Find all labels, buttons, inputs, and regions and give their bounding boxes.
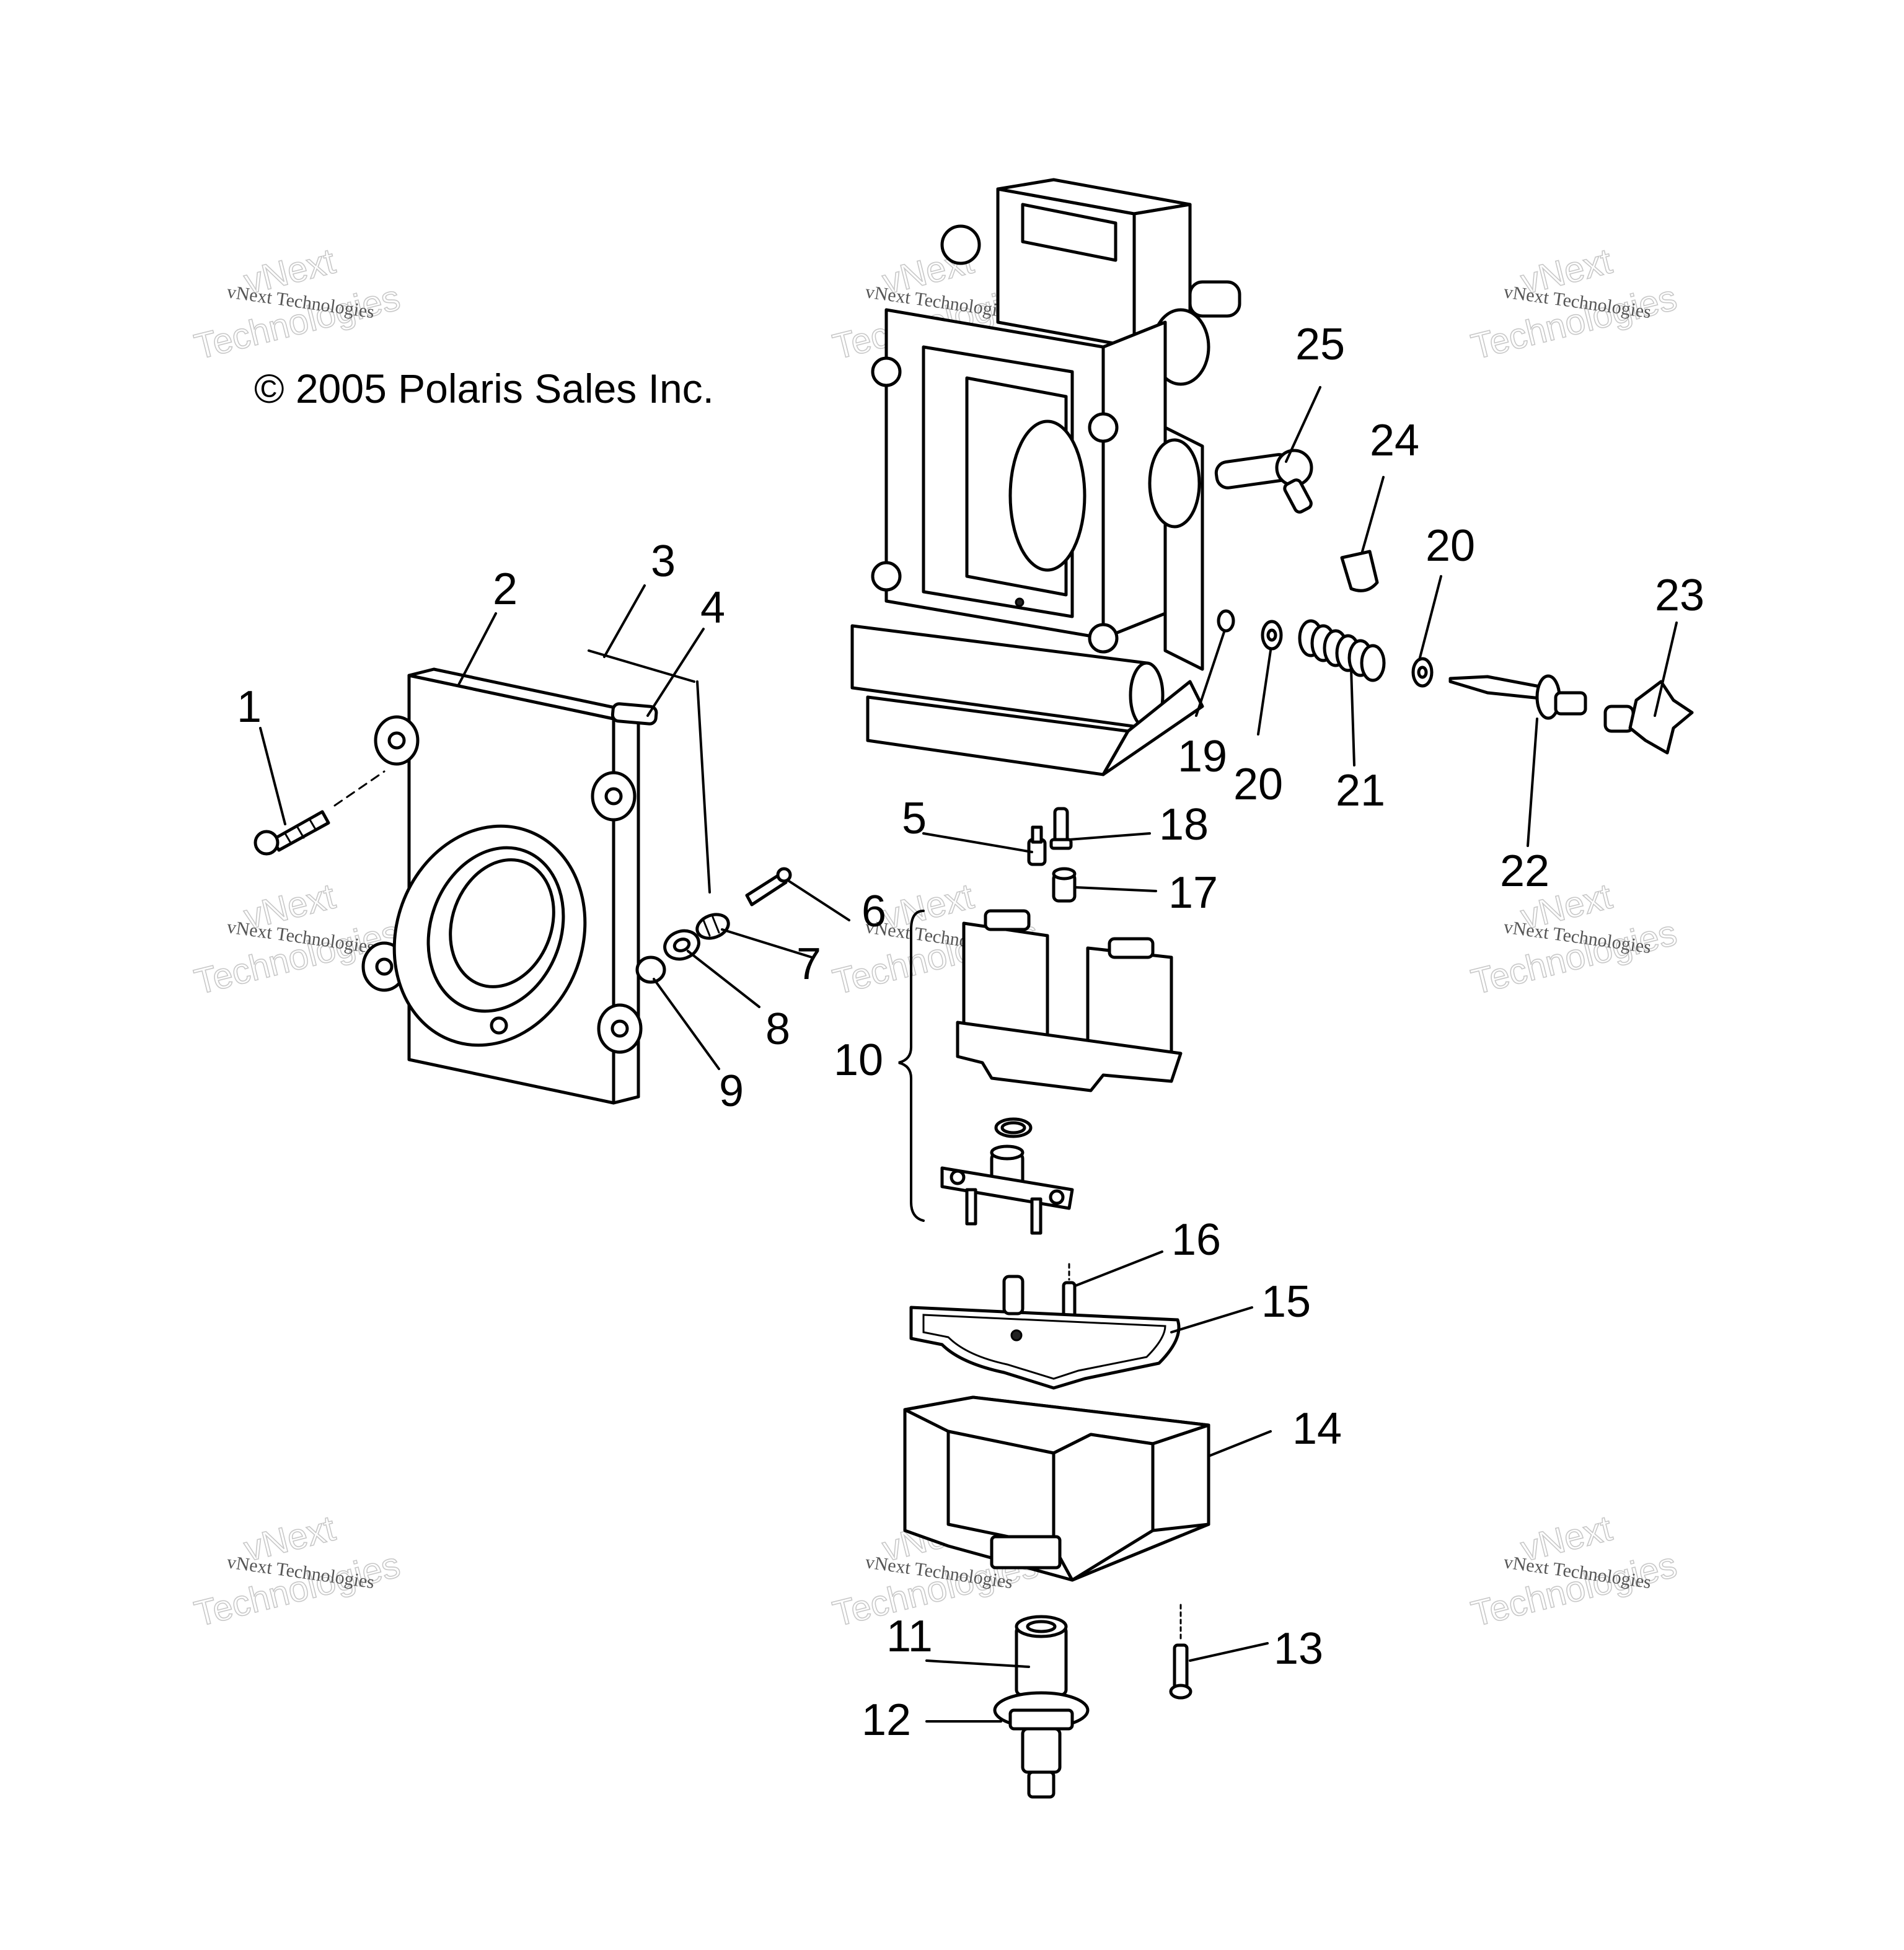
watermark-top-right: vNext Technologies vNext Technologies xyxy=(1467,240,1681,368)
callout-8: 8 xyxy=(765,1004,790,1054)
callout-6: 6 xyxy=(862,887,886,936)
spring-21 xyxy=(1298,619,1386,682)
float-bowl-14 xyxy=(903,1395,1210,1582)
callout-18: 18 xyxy=(1159,800,1209,850)
callout-7: 7 xyxy=(796,939,821,989)
rod-3 xyxy=(588,649,711,894)
callout-5: 5 xyxy=(902,794,927,843)
leader-lines xyxy=(259,386,1678,1723)
pin-4 xyxy=(610,702,658,726)
watermark-bottom-left: vNext Technologies vNext Technologies xyxy=(190,1508,405,1635)
copyright-text: © 2005 Polaris Sales Inc. xyxy=(254,366,714,411)
elbow-fitting-25 xyxy=(1214,449,1313,514)
screw-13 xyxy=(1169,1604,1192,1700)
watermark-top-left: vNext Technologies vNext Technologies xyxy=(190,240,405,368)
callout-20b: 20 xyxy=(1426,521,1475,571)
callout-13: 13 xyxy=(1274,1624,1323,1674)
callout-20a: 20 xyxy=(1233,760,1283,809)
callout-3: 3 xyxy=(651,537,676,586)
jet-17 xyxy=(1052,867,1077,903)
callout-10: 10 xyxy=(834,1035,883,1085)
watermark-bottom-right: vNext Technologies vNext Technologies xyxy=(1467,1508,1681,1635)
callout-12: 12 xyxy=(862,1695,911,1745)
jet-holder-11-12 xyxy=(993,1615,1090,1799)
cap-24 xyxy=(1340,550,1379,592)
callout-22: 22 xyxy=(1500,846,1549,896)
spring-7 xyxy=(695,913,730,940)
callout-16: 16 xyxy=(1171,1215,1221,1265)
washer-20b xyxy=(1411,657,1434,688)
jet-5 xyxy=(1027,825,1047,866)
needle-screw-22 xyxy=(1448,674,1587,720)
callout-4: 4 xyxy=(700,583,725,633)
callout-labels: 1 2 3 4 5 6 7 8 9 10 11 12 13 14 15 16 1… xyxy=(237,320,1704,1745)
callout-2: 2 xyxy=(493,564,518,614)
callout-21: 21 xyxy=(1336,766,1385,815)
screw-1 xyxy=(253,770,386,856)
callout-11: 11 xyxy=(886,1612,933,1661)
screw-6 xyxy=(745,867,792,907)
callout-14: 14 xyxy=(1292,1404,1342,1454)
callout-25: 25 xyxy=(1295,320,1345,369)
callout-15: 15 xyxy=(1261,1277,1311,1327)
gasket-15 xyxy=(909,1275,1181,1390)
jet-18 xyxy=(1049,807,1073,850)
washer-20a xyxy=(1261,620,1283,651)
knob-23 xyxy=(1603,680,1694,755)
callout-17: 17 xyxy=(1168,868,1218,918)
callout-1: 1 xyxy=(237,682,262,732)
float-assembly-10 xyxy=(898,909,1183,1235)
callout-23: 23 xyxy=(1655,571,1704,620)
callout-24: 24 xyxy=(1370,416,1419,465)
cover-plate xyxy=(361,667,643,1105)
screw-16 xyxy=(1062,1263,1077,1319)
carburetor-body xyxy=(850,178,1241,776)
oring-9 xyxy=(635,955,666,984)
oring-19 xyxy=(1217,609,1235,633)
callout-9: 9 xyxy=(719,1066,744,1116)
callout-19: 19 xyxy=(1178,732,1227,781)
